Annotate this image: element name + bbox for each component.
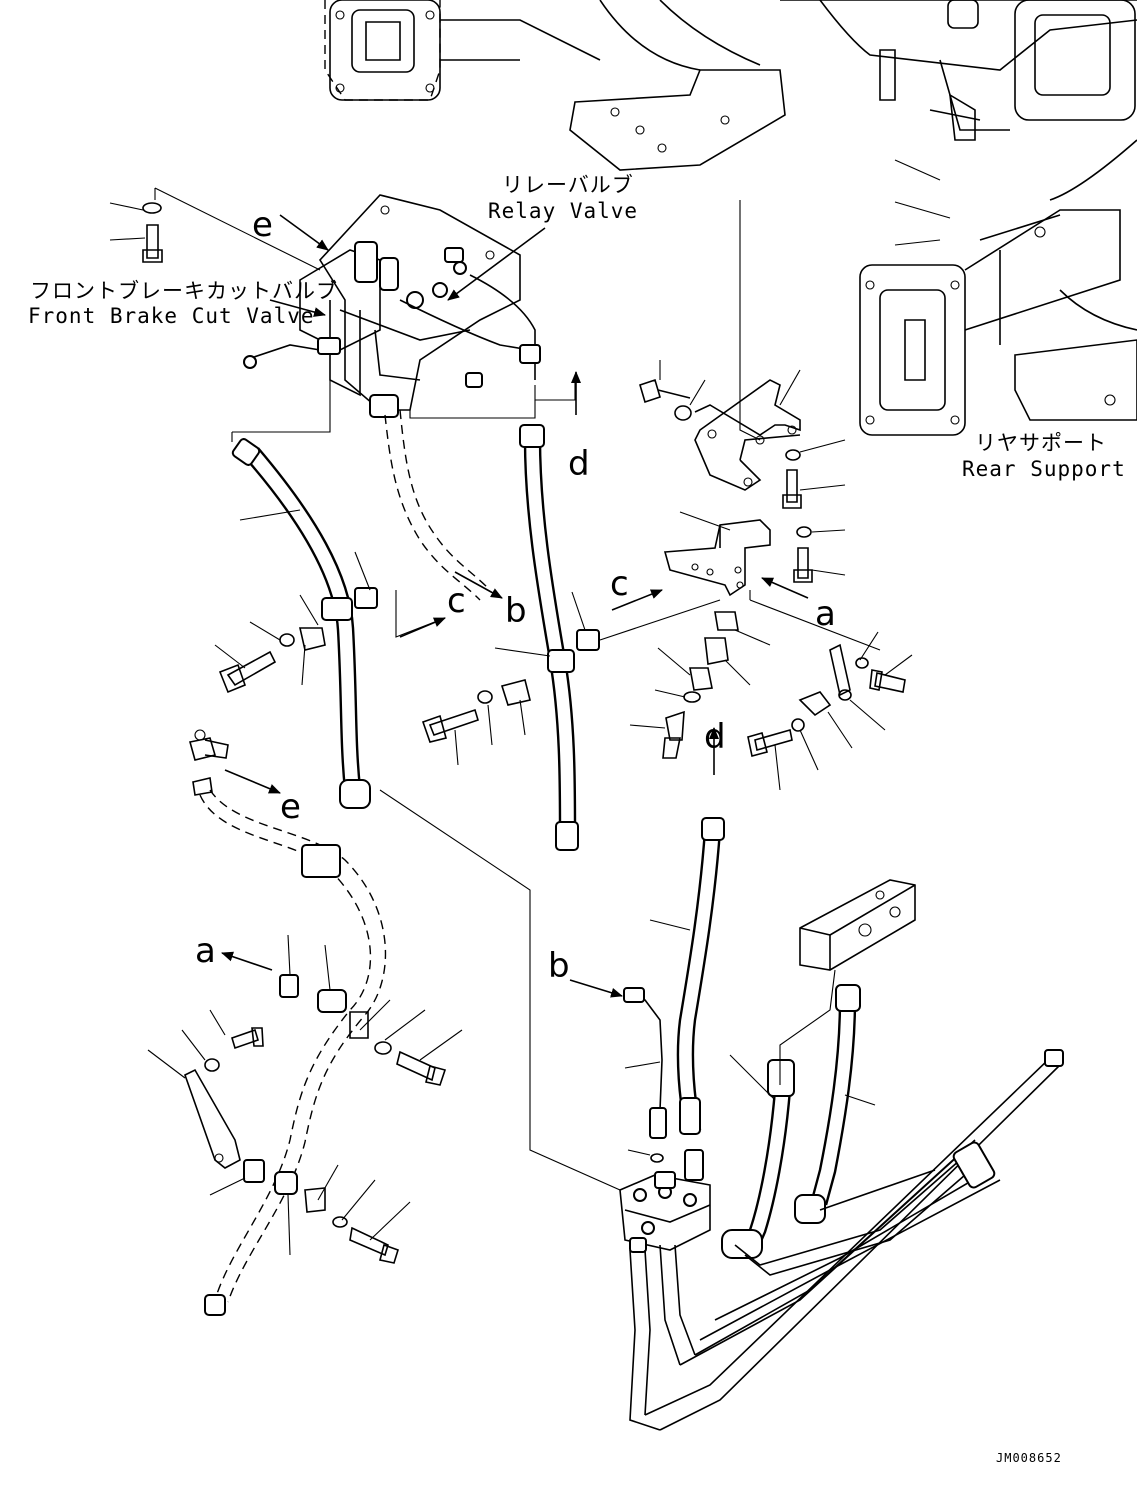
callout-c-right: c [610, 564, 629, 604]
leader-lines [395, 159, 951, 638]
callout-c-left: c [447, 581, 466, 621]
callout-a-right: a [815, 594, 836, 634]
arrow-b-top [454, 571, 503, 599]
arrow-e-bottom [224, 769, 281, 794]
arrow-e-top [279, 214, 329, 251]
label-rear-support-en: Rear Support [962, 457, 1126, 481]
hose-lower-right-b [794, 984, 876, 1224]
label-relay-valve-jp: リレーバルブ [502, 173, 634, 197]
callout-arrows [221, 214, 809, 998]
front-frame-flange [324, 0, 601, 101]
arrow-b-bottom [569, 979, 623, 998]
arrow-a-left [221, 951, 273, 971]
sensor-lead [623, 987, 667, 1163]
clamp-set-center [421, 591, 721, 766]
callout-e-bottom: e [280, 787, 301, 827]
callout-e-top: e [252, 205, 273, 245]
arrow-c-left [399, 617, 446, 638]
label-front-brake-cut-valve-en: Front Brake Cut Valve [28, 304, 315, 328]
bolt-washer-top-left [109, 187, 321, 271]
callout-d-top: d [568, 444, 590, 484]
callout-d-bottom: d [704, 717, 726, 757]
tee-fitting-left [188, 729, 229, 796]
hardware-right-mid [747, 631, 913, 791]
clamp-set-lower-left-bottom [209, 1159, 411, 1264]
rear-frame-top [780, 0, 1137, 141]
callout-b-top: b [505, 591, 527, 631]
callout-a-left: a [195, 931, 216, 971]
hardware-right-stack [782, 439, 846, 583]
manifold-block [799, 879, 916, 971]
hose-center-dashed [384, 409, 491, 601]
relay-valve-assembly [243, 194, 541, 418]
hose-lower-center [649, 817, 725, 1135]
arrow-front-brake-cut-valve [269, 299, 326, 317]
label-rear-support-jp: リヤサポート [975, 431, 1107, 455]
center-frame-bracket [569, 0, 786, 171]
arrow-relay-valve [447, 227, 546, 301]
hose-left-main [231, 380, 621, 1191]
brake-valve-block [619, 1149, 711, 1253]
arrow-c-right [611, 589, 663, 611]
arrow-a-right [761, 577, 809, 599]
callout-b-bottom: b [548, 946, 570, 986]
hose-lower-right-a [721, 969, 836, 1259]
bracket-center [663, 511, 771, 600]
brake-pipes [629, 1049, 1064, 1431]
clamp-set-below-bracket [629, 599, 881, 759]
clamp-set-lower-left [147, 934, 463, 1169]
hose-center-upper [519, 424, 579, 851]
label-front-brake-cut-valve-jp: フロントブレーキカットバルブ [30, 279, 338, 303]
hose-lower-left [199, 789, 387, 1316]
rear-support [859, 139, 1137, 436]
drawing-code: JM008652 [996, 1451, 1062, 1465]
bracket-upper [639, 200, 801, 491]
label-relay-valve-en: Relay Valve [488, 199, 638, 223]
clamp-set-left [214, 509, 378, 694]
